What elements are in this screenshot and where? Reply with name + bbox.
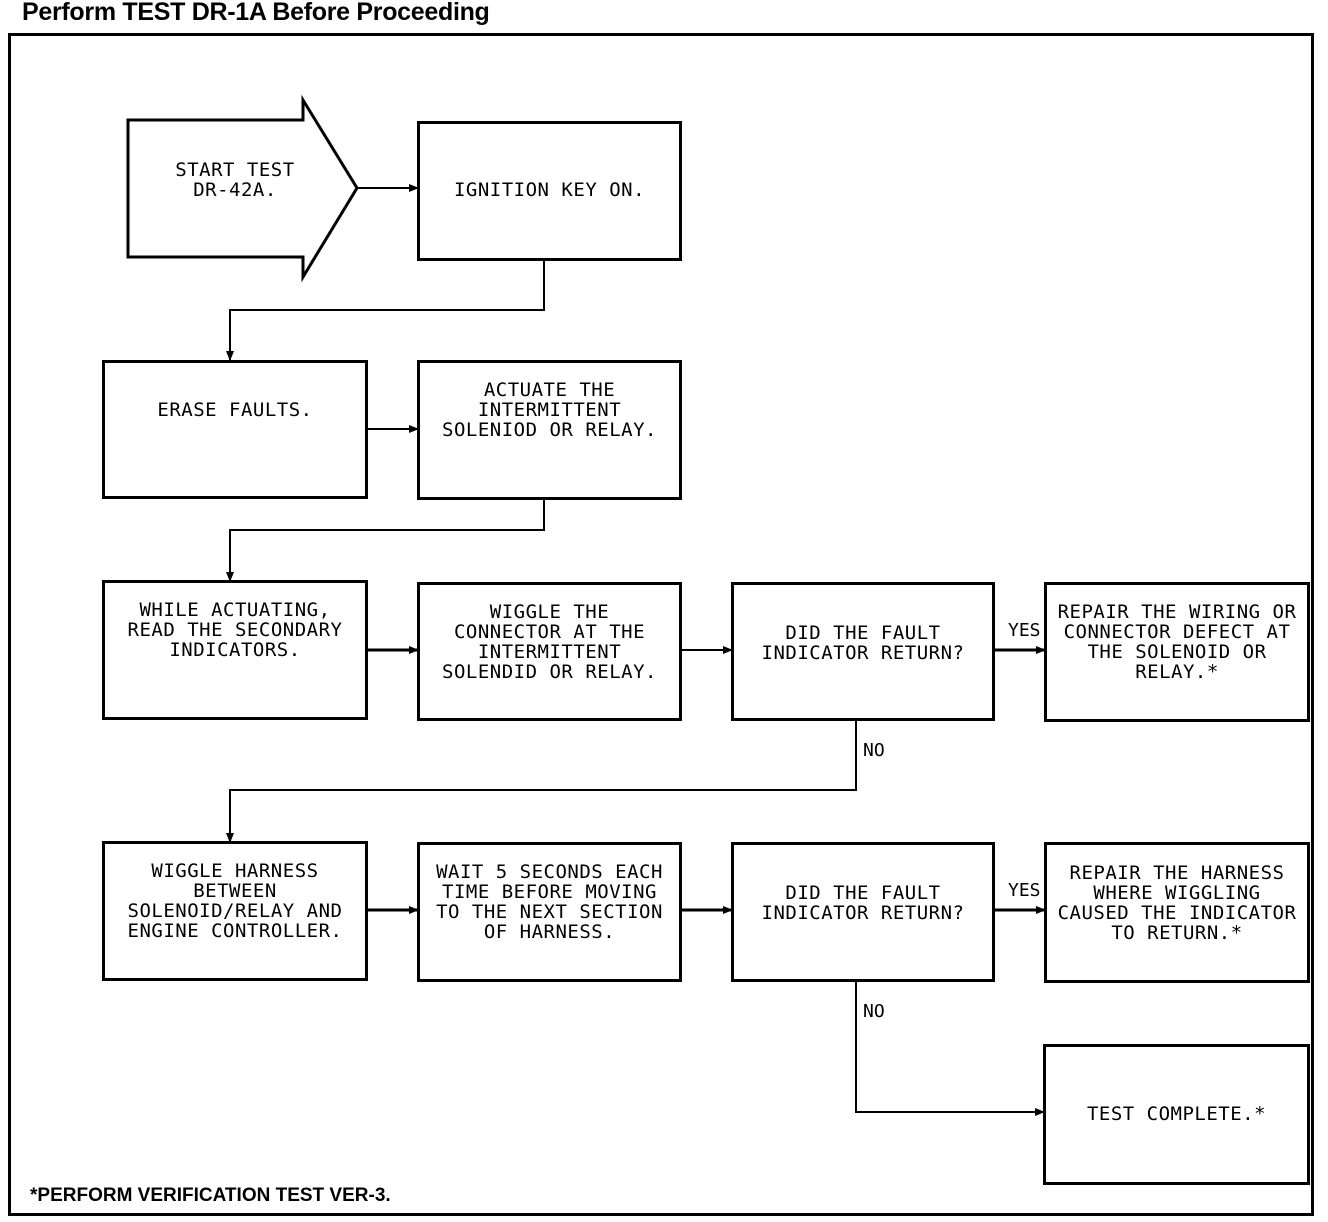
ignition-key-text: IGNITION KEY ON. bbox=[453, 179, 646, 201]
page-title: Perform TEST DR-1A Before Proceeding bbox=[22, 0, 490, 26]
test-complete-box: TEST COMPLETE.* bbox=[1043, 1044, 1310, 1185]
start-arrow-shape bbox=[126, 94, 359, 283]
read-secondary-box: WHILE ACTUATING, READ THE SECONDARY INDI… bbox=[102, 580, 368, 720]
read-secondary-text: WHILE ACTUATING, READ THE SECONDARY INDI… bbox=[127, 599, 343, 661]
repair-wiring-text: REPAIR THE WIRING OR CONNECTOR DEFECT AT… bbox=[1057, 601, 1297, 683]
repair-harness-box: REPAIR THE HARNESS WHERE WIGGLING CAUSED… bbox=[1044, 842, 1310, 983]
no-label-2: NO bbox=[863, 1001, 885, 1022]
ignition-key-box: IGNITION KEY ON. bbox=[417, 121, 682, 261]
actuate-box: ACTUATE THE INTERMITTENT SOLENIOD OR REL… bbox=[417, 360, 682, 500]
wiggle-connector-box: WIGGLE THE CONNECTOR AT THE INTERMITTENT… bbox=[417, 582, 682, 721]
actuate-text: ACTUATE THE INTERMITTENT SOLENIOD OR REL… bbox=[442, 379, 657, 441]
wiggle-connector-text: WIGGLE THE CONNECTOR AT THE INTERMITTENT… bbox=[442, 601, 657, 683]
wait-text: WAIT 5 SECONDS EACH TIME BEFORE MOVING T… bbox=[436, 861, 663, 943]
footnote: *PERFORM VERIFICATION TEST VER-3. bbox=[30, 1185, 391, 1206]
yes-label-2: YES bbox=[1008, 880, 1041, 901]
wiggle-harness-text: WIGGLE HARNESS BETWEEN SOLENOID/RELAY AN… bbox=[127, 860, 343, 942]
wait-box: WAIT 5 SECONDS EACH TIME BEFORE MOVING T… bbox=[417, 842, 682, 982]
erase-faults-text: ERASE FAULTS. bbox=[157, 399, 313, 421]
no-label-1: NO bbox=[863, 740, 885, 761]
test-complete-text: TEST COMPLETE.* bbox=[1086, 1103, 1267, 1125]
connector-decision2-no bbox=[855, 981, 1045, 1116]
decision2-text: DID THE FAULT INDICATOR RETURN? bbox=[761, 882, 965, 924]
repair-harness-text: REPAIR THE HARNESS WHERE WIGGLING CAUSED… bbox=[1057, 862, 1297, 944]
decision1-box: DID THE FAULT INDICATOR RETURN? bbox=[731, 582, 995, 721]
start-text: START TEST DR-42A. bbox=[175, 159, 295, 201]
wiggle-harness-box: WIGGLE HARNESS BETWEEN SOLENOID/RELAY AN… bbox=[102, 841, 368, 981]
connector-actuate-read bbox=[226, 499, 545, 582]
decision2-box: DID THE FAULT INDICATOR RETURN? bbox=[731, 842, 995, 982]
connector-decision1-no bbox=[226, 720, 857, 843]
diagram-frame bbox=[8, 33, 1314, 1216]
erase-faults-box: ERASE FAULTS. bbox=[102, 360, 368, 499]
start-box: START TEST DR-42A. bbox=[140, 150, 330, 210]
connector-ignition-erase bbox=[226, 260, 545, 361]
repair-wiring-box: REPAIR THE WIRING OR CONNECTOR DEFECT AT… bbox=[1044, 582, 1310, 722]
yes-label-1: YES bbox=[1008, 620, 1041, 641]
decision1-text: DID THE FAULT INDICATOR RETURN? bbox=[761, 622, 965, 664]
